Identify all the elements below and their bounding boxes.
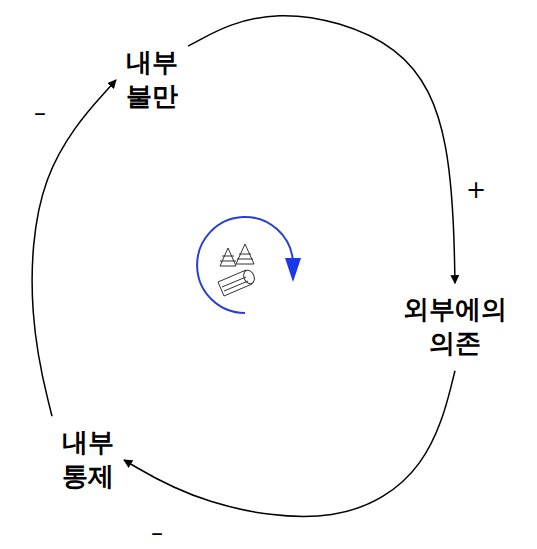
loop-icon <box>218 244 256 296</box>
variable-name: 외부에의 의존 <box>403 293 507 361</box>
causal-arrow <box>124 371 455 517</box>
causal-arrow <box>32 80 116 416</box>
variable-name: 내부 불만 <box>126 46 178 114</box>
polarity-sign: – <box>148 520 166 546</box>
causal-arrow <box>188 16 455 284</box>
variable-node: 내부 불만 <box>122 42 182 118</box>
variable-name: 내부 통제 <box>62 426 114 494</box>
variable-node: 외부에의 의존 <box>399 289 511 365</box>
polarity-sign: + <box>463 177 489 203</box>
polarity-sign: – <box>31 100 49 126</box>
loop-arc <box>197 217 293 313</box>
loop-arrowhead <box>285 258 301 282</box>
variable-node: 내부 통제 <box>58 422 118 498</box>
